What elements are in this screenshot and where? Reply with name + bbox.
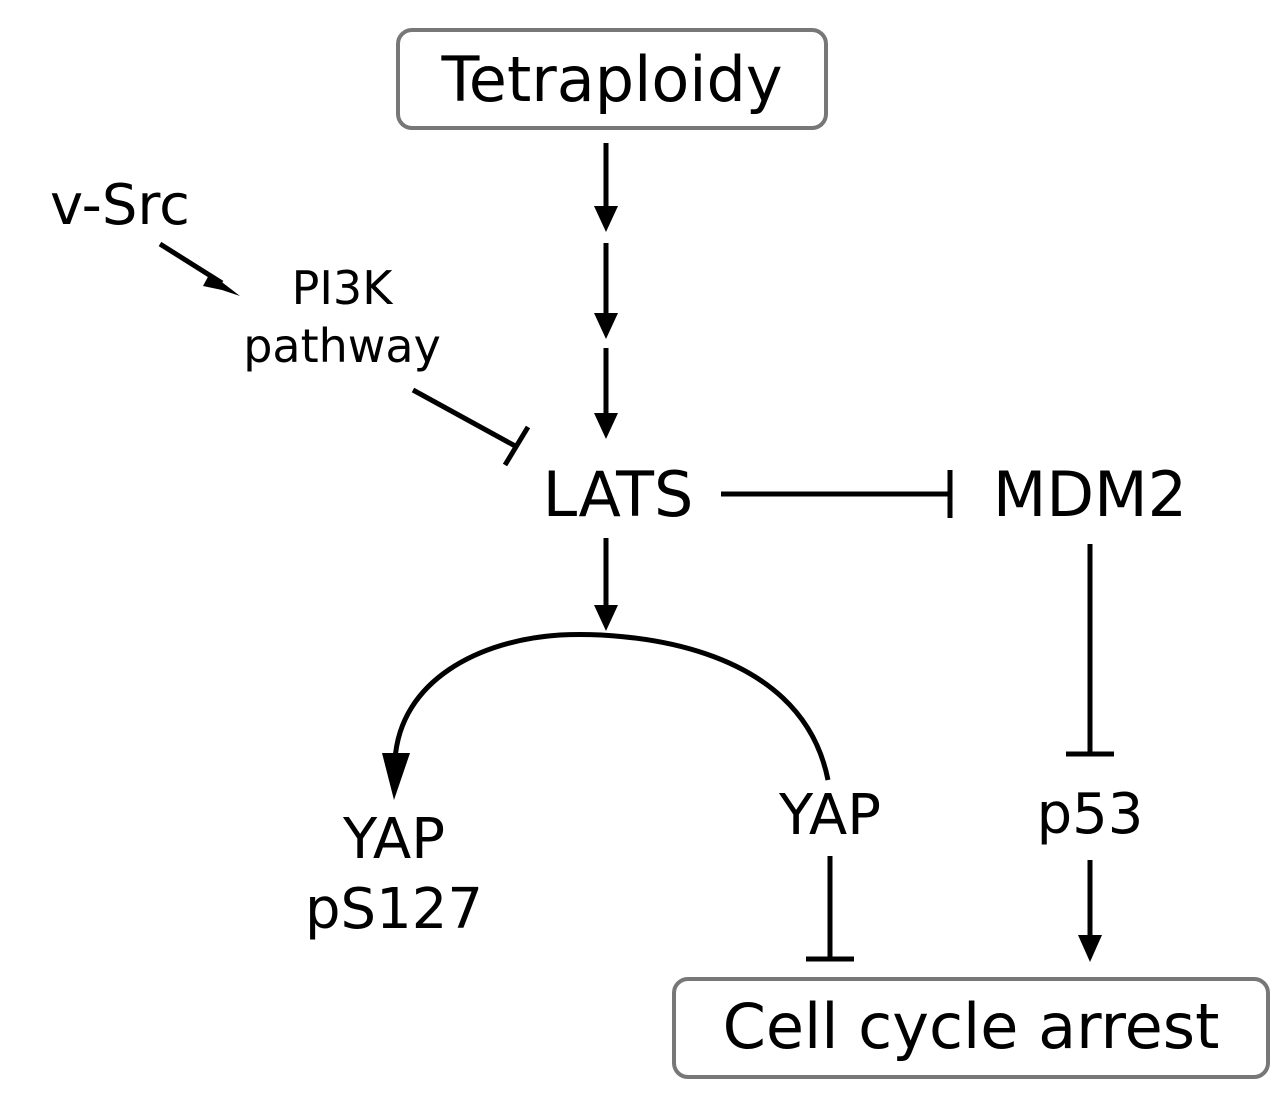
pi3k-inhibits-lats: [411, 387, 531, 467]
tetraploidy-to-lats-arrows: [594, 143, 618, 439]
pi3k-label-line1: PI3K: [292, 261, 395, 315]
lats-down-arrowhead: [594, 605, 618, 631]
p53-label: p53: [1037, 782, 1144, 847]
lats-label: LATS: [543, 458, 694, 531]
yap-inhibits-arrest: [806, 856, 854, 962]
cell-cycle-arrest-label: Cell cycle arrest: [723, 990, 1220, 1063]
tetraploidy-node: Tetraploidy: [396, 28, 828, 130]
pi3k-inhibit-line: [411, 387, 519, 450]
pi3k-label-line2: pathway: [243, 319, 441, 373]
yap-ps127-label-line2: pS127: [305, 877, 483, 942]
yap-ps127-node: YAP pS127: [305, 807, 483, 942]
pi3k-node: PI3K pathway: [243, 261, 441, 373]
yap-label: YAP: [778, 783, 881, 848]
lats-inhibits-mdm2: [721, 470, 953, 518]
p53-arrest-arrowhead: [1078, 935, 1102, 962]
phospho-arc-path: [392, 632, 831, 781]
cell-cycle-arrest-node: Cell cycle arrest: [672, 977, 1270, 1079]
mdm2-inhibits-p53: [1066, 544, 1114, 757]
tetraploidy-box: [396, 28, 828, 130]
mdm2-label: MDM2: [993, 458, 1187, 531]
v-src-arrowhead: [203, 273, 240, 296]
cell-cycle-arrest-box: [672, 977, 1270, 1079]
lats-to-yap-arrow: [594, 538, 618, 631]
v-src-to-pi3k-arrow: [158, 241, 240, 296]
tetraploidy-label: Tetraploidy: [440, 43, 782, 116]
arrowhead-1: [594, 206, 618, 232]
p53-to-arrest-arrow: [1078, 860, 1102, 962]
arrowhead-2: [594, 313, 618, 339]
pi3k-inhibit-bar: [502, 425, 531, 467]
arrowhead-3: [594, 413, 618, 439]
yap-ps127-label-line1: YAP: [342, 807, 445, 872]
v-src-label: v-Src: [50, 173, 190, 238]
yap-phosphorylation-arc: [382, 632, 831, 800]
phospho-arc-arrowhead: [382, 753, 410, 800]
